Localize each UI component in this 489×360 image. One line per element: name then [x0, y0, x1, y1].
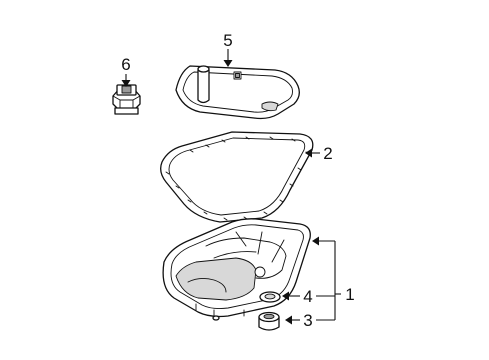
callout-1: 1: [345, 285, 354, 304]
drain-plug-part: [112, 84, 141, 115]
callout-5: 5: [223, 31, 232, 50]
oil-pan-part: [162, 218, 311, 321]
callout-4: 4: [303, 287, 312, 306]
leader-lines: [121, 49, 341, 325]
cap-part: [258, 311, 280, 331]
gasket-part: [160, 131, 314, 223]
washer-part: [259, 291, 281, 303]
callout-6: 6: [121, 55, 130, 74]
callout-2: 2: [323, 144, 332, 163]
callout-3: 3: [303, 311, 312, 330]
filter-part: [175, 65, 300, 120]
